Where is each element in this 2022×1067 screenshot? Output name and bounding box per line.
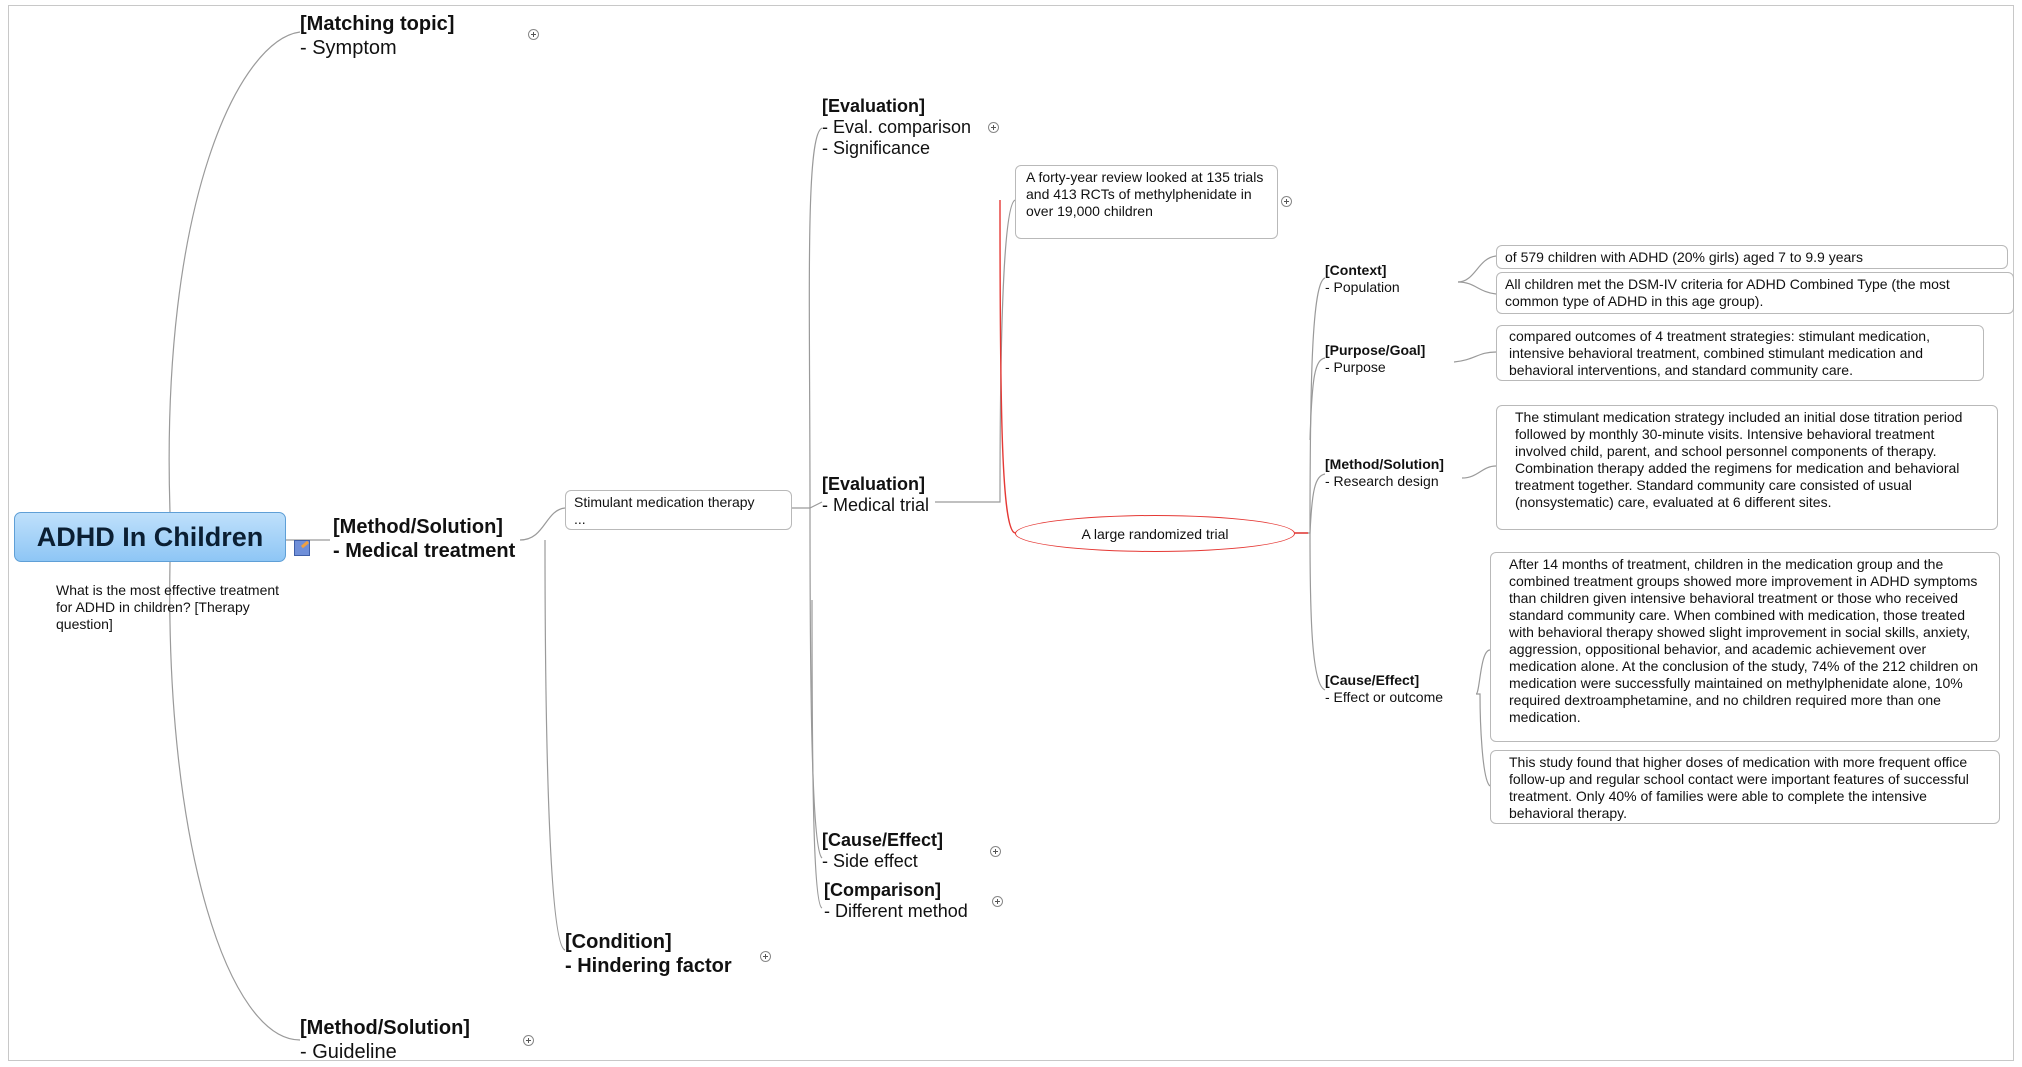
review-node[interactable]: A forty-year review looked at 135 trials… [1015,165,1278,239]
topic-method-category: [Method/Solution] [333,516,503,538]
connector-method-condition [544,539,566,951]
note-population1: of 579 children with ADHD (20% girls) ag… [1496,245,2008,269]
detail-context-item: - Population [1325,279,1400,295]
topic-guideline[interactable]: [Method/Solution] - Guideline [300,1016,470,1064]
expand-toggle-icon[interactable] [528,29,539,40]
connector-detail-purpose [1309,357,1326,441]
detail-purpose-item: - Purpose [1325,359,1386,375]
detail-effect-category: [Cause/Effect] [1325,672,1420,688]
topic-condition-item: - Hindering factor [565,955,732,977]
connector-note-outcome2 [1476,693,1491,787]
eval-trial-category: [Evaluation] [822,474,926,494]
expand-toggle-icon[interactable] [760,951,771,962]
trial-text: A large randomized trial [1081,525,1229,542]
connector-therapy-comparison [811,599,823,909]
connector-therapy-eval [792,127,823,509]
connector-note-purpose [1453,351,1497,363]
topic-evaluation-trial[interactable]: [Evaluation] - Medical trial [822,474,929,516]
topic-comparison[interactable]: [Comparison] - Different method [824,880,968,922]
topic-method-item: - Medical treatment [333,540,516,562]
connector-detail-design [1309,473,1326,534]
note-purpose: compared outcomes of 4 treatment strateg… [1496,325,1984,381]
connector-root-matching [168,31,301,513]
expand-toggle-icon[interactable] [990,846,1001,857]
review-text: A forty-year review looked at 135 trials… [1026,169,1264,219]
detail-design-item: - Research design [1325,473,1439,489]
topic-guideline-item: - Guideline [300,1041,397,1063]
note-icon[interactable] [294,540,310,556]
detail-effect-item: - Effect or outcome [1325,689,1444,705]
therapy-line1: Stimulant medication therapy [574,494,755,510]
side-effect-category: [Cause/Effect] [822,830,944,850]
connector-note-pop2 [1457,281,1497,295]
detail-design-category: [Method/Solution] [1325,456,1444,472]
note-outcome2: This study found that higher doses of me… [1490,750,2000,824]
topic-condition-category: [Condition] [565,931,672,953]
note-design-text: The stimulant medication strategy includ… [1515,409,1963,510]
note-population1-text: of 579 children with ADHD (20% girls) ag… [1505,249,1863,265]
detail-effect[interactable]: [Cause/Effect] - Effect or outcome [1325,672,1443,706]
topic-method[interactable]: [Method/Solution] - Medical treatment [333,515,515,563]
connector-therapy-trial [809,501,823,509]
expand-toggle-icon[interactable] [1281,196,1292,207]
detail-context[interactable]: [Context] - Population [1325,262,1400,296]
note-population2-text: All children met the DSM-IV criteria for… [1505,276,1950,309]
therapy-node[interactable]: Stimulant medication therapy ... [565,490,792,530]
eval-top-item1: - Eval. comparison [822,117,972,137]
connector-trial-review [935,199,1016,503]
note-outcome1-text: After 14 months of treatment, children i… [1509,556,1979,725]
eval-top-category: [Evaluation] [822,96,926,116]
comparison-item: - Different method [824,901,968,921]
note-outcome1: After 14 months of treatment, children i… [1490,552,2000,742]
connector-note-design [1461,465,1497,479]
topic-condition[interactable]: [Condition] - Hindering factor [565,930,732,978]
topic-guideline-category: [Method/Solution] [300,1017,470,1039]
connector-detail-context [1295,277,1326,534]
connector-method-therapy [519,507,566,541]
connector-root-guideline [169,561,301,1041]
root-topic[interactable]: ADHD In Children [14,512,286,562]
side-effect-item: - Side effect [822,851,918,871]
connector-note-pop1 [1457,255,1497,283]
note-purpose-text: compared outcomes of 4 treatment strateg… [1509,328,1930,378]
topic-matching[interactable]: [Matching topic] - Symptom [300,12,454,60]
note-outcome2-text: This study found that higher doses of me… [1509,754,1969,821]
topic-matching-category: [Matching topic] [300,13,455,35]
connector-note-outcome1 [1475,649,1491,695]
expand-toggle-icon[interactable] [988,122,999,133]
diagram-canvas [8,5,2014,1061]
eval-top-item2: - Significance [822,138,931,158]
expand-toggle-icon[interactable] [523,1035,534,1046]
detail-purpose-category: [Purpose/Goal] [1325,342,1426,358]
topic-matching-item: - Symptom [300,37,397,59]
randomized-trial-node[interactable]: A large randomized trial [1015,515,1295,552]
root-title: ADHD In Children [36,521,264,552]
topic-side-effect[interactable]: [Cause/Effect] - Side effect [822,830,943,872]
root-note: What is the most effective treatment for… [56,582,280,632]
expand-toggle-icon[interactable] [992,896,1003,907]
topic-evaluation-top[interactable]: [Evaluation] - Eval. comparison - Signif… [822,96,971,159]
eval-trial-item: - Medical trial [822,495,930,515]
detail-design[interactable]: [Method/Solution] - Research design [1325,456,1444,490]
comparison-category: [Comparison] [824,880,941,900]
connector-highlight-trial [999,199,1308,534]
therapy-line2: ... [574,511,586,527]
connector-detail-effect [1309,532,1326,691]
detail-purpose[interactable]: [Purpose/Goal] - Purpose [1325,342,1425,376]
detail-context-category: [Context] [1325,262,1387,278]
note-population2: All children met the DSM-IV criteria for… [1496,272,2014,314]
note-design: The stimulant medication strategy includ… [1496,405,1998,530]
